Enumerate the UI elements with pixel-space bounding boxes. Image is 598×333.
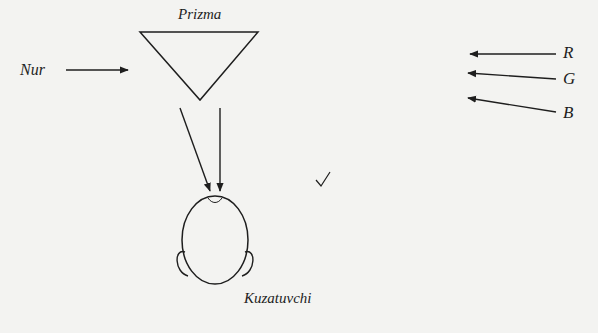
right-ear [242, 252, 253, 276]
head [182, 196, 248, 284]
hair-line [208, 198, 222, 203]
observer-label: Kuzatuvchi [244, 290, 312, 307]
light-ray [66, 69, 128, 70]
triangle [140, 32, 258, 100]
check-mark [316, 172, 330, 186]
view-ray [219, 108, 220, 191]
red-label: R [563, 44, 573, 63]
prism-shape: Prizma [138, 6, 262, 102]
left-ear [177, 252, 188, 276]
prism-label: Prizma [178, 6, 221, 23]
view-ray [180, 108, 210, 191]
red-ray [470, 53, 556, 54]
blue-label: B [563, 104, 573, 123]
green-ray [468, 73, 556, 79]
head-outline [172, 190, 258, 286]
green-label: G [563, 70, 575, 89]
observer-head: Kuzatuvchi [172, 190, 258, 286]
light-label: Nur [20, 61, 45, 79]
blue-ray [468, 98, 556, 112]
